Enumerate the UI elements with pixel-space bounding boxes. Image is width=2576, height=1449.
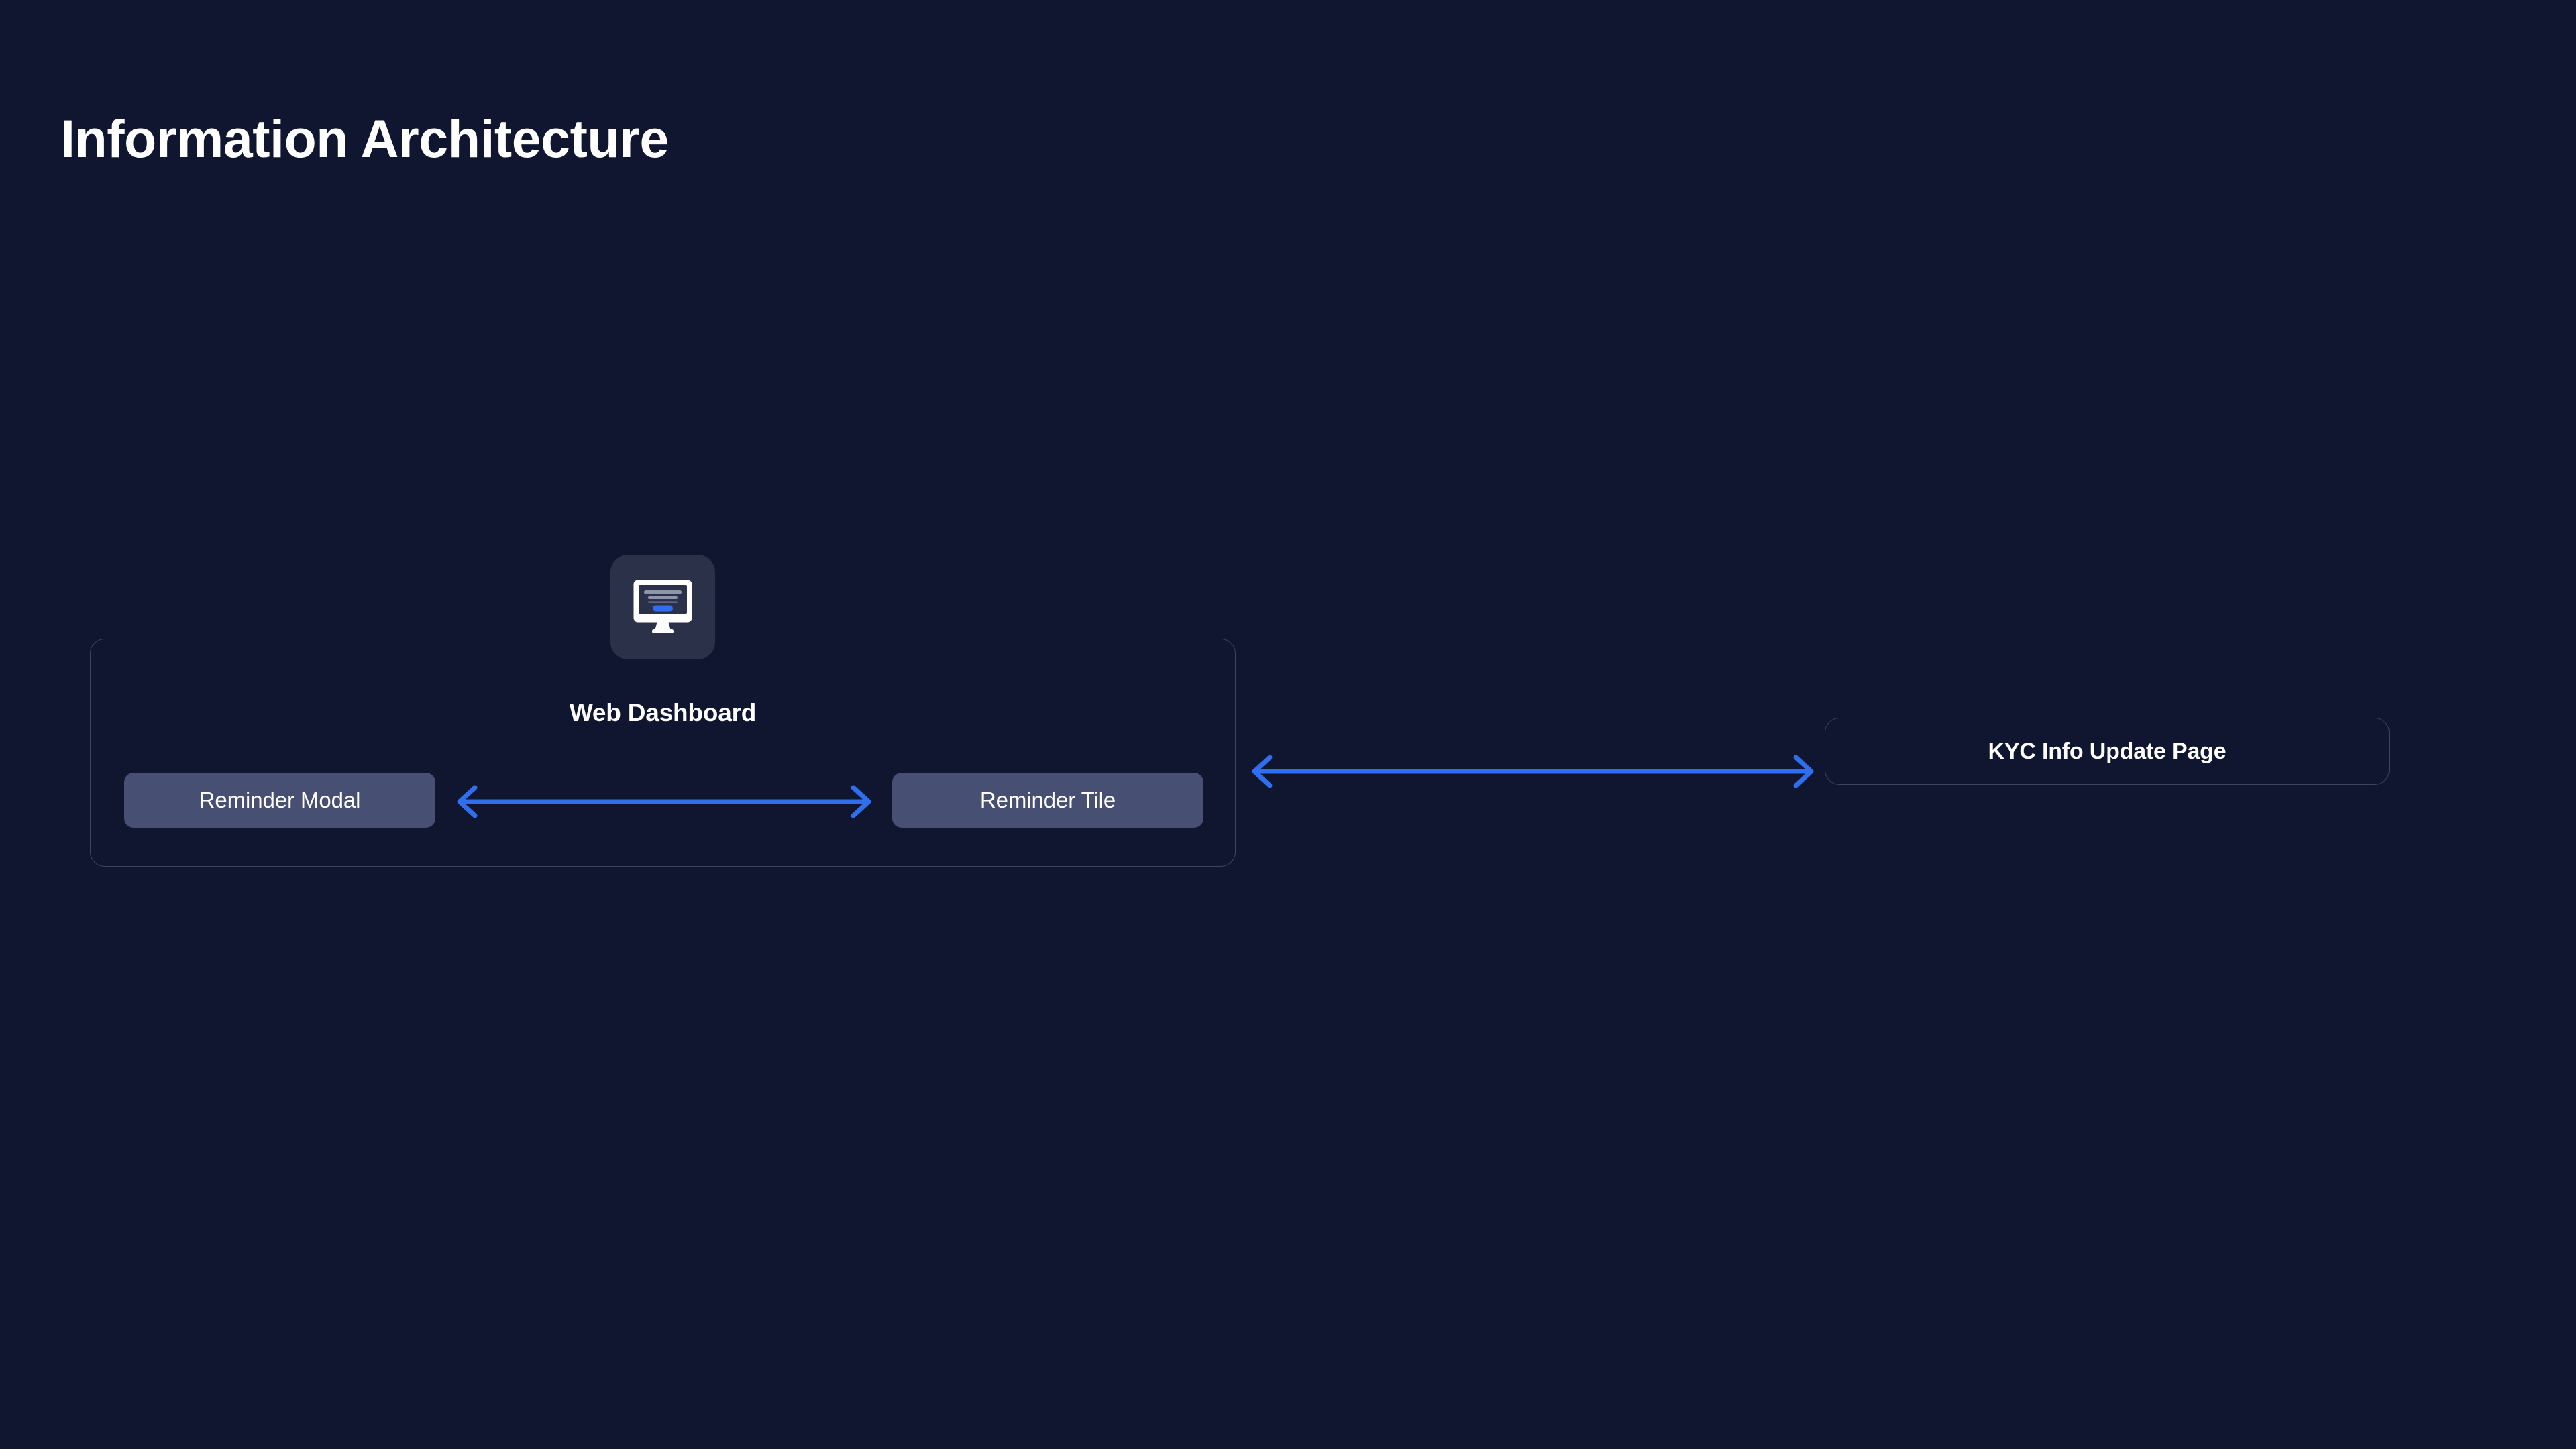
connector-web-dashboard-to-kyc-info-update-page[interactable] bbox=[1238, 741, 1828, 802]
arrowhead-right-icon bbox=[1793, 755, 1814, 788]
node-kyc-info-update-page[interactable]: KYC Info Update Page bbox=[1825, 718, 2390, 785]
tile-reminder-modal[interactable]: Reminder Modal bbox=[124, 773, 435, 828]
arrowhead-right-icon bbox=[851, 785, 871, 818]
web-dashboard-icon-badge bbox=[610, 555, 715, 659]
group-web-dashboard[interactable] bbox=[90, 639, 1236, 867]
arrowhead-left-icon bbox=[457, 785, 478, 818]
connector-reminder-modal-to-reminder-tile[interactable] bbox=[443, 771, 885, 832]
group-web-dashboard-label-wrap: Web Dashboard bbox=[90, 699, 1236, 727]
group-web-dashboard-label: Web Dashboard bbox=[569, 699, 757, 727]
tile-reminder-tile[interactable]: Reminder Tile bbox=[892, 773, 1203, 828]
page-title: Information Architecture bbox=[60, 109, 669, 168]
desktop-monitor-icon bbox=[633, 580, 692, 635]
arrowhead-left-icon bbox=[1252, 755, 1273, 788]
